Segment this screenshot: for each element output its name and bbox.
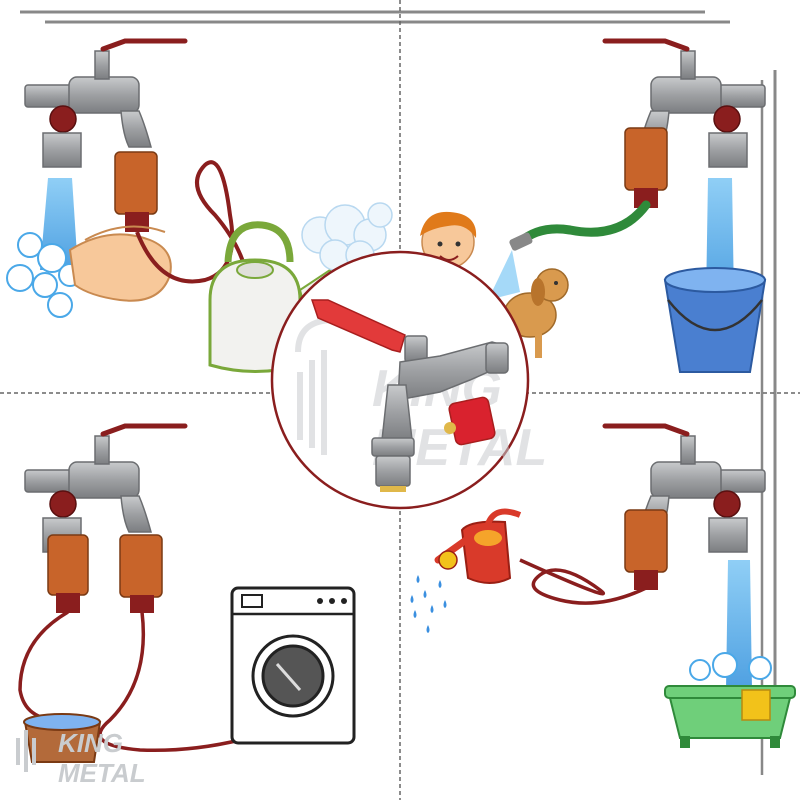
hose-icon	[18, 610, 69, 722]
hand-washing-icon	[68, 233, 172, 302]
watering-can-icon	[434, 508, 522, 584]
water-drops-icon	[410, 575, 447, 633]
hose-icon	[515, 200, 651, 247]
boy-icon	[420, 211, 477, 269]
foam-icon	[6, 232, 82, 318]
bathtub-icon	[664, 652, 796, 748]
brand-line-2: METAL	[58, 758, 146, 788]
tap-icon	[605, 41, 765, 168]
hose-connector-icon	[47, 534, 89, 596]
tap-icon	[25, 426, 185, 553]
wash-basin-icon	[23, 713, 102, 763]
panel-hand-washing	[6, 41, 393, 373]
tap-icon	[605, 426, 765, 553]
double-outlet-valve-icon	[310, 299, 509, 492]
hose-connector-icon	[624, 127, 668, 191]
panel-bathtub	[410, 426, 796, 748]
hose-connector-icon	[114, 151, 158, 215]
tap-icon	[25, 41, 185, 168]
panel-bucket-and-dog	[420, 41, 767, 373]
hose-spray-icon	[488, 250, 520, 300]
bucket-icon	[663, 267, 767, 373]
washing-machine-icon	[230, 586, 356, 745]
panel-washing-machine: KING METAL	[16, 426, 356, 788]
hose-icon	[98, 611, 241, 753]
brand-watermark: KING METAL	[16, 728, 146, 788]
product-medallion: KING METAL	[270, 250, 547, 510]
brand-line-1: KING	[58, 728, 123, 758]
hose-icon	[135, 160, 252, 291]
hose-connector-icon	[624, 509, 668, 573]
hose-connector-icon	[119, 534, 163, 598]
hose-icon	[519, 558, 647, 605]
